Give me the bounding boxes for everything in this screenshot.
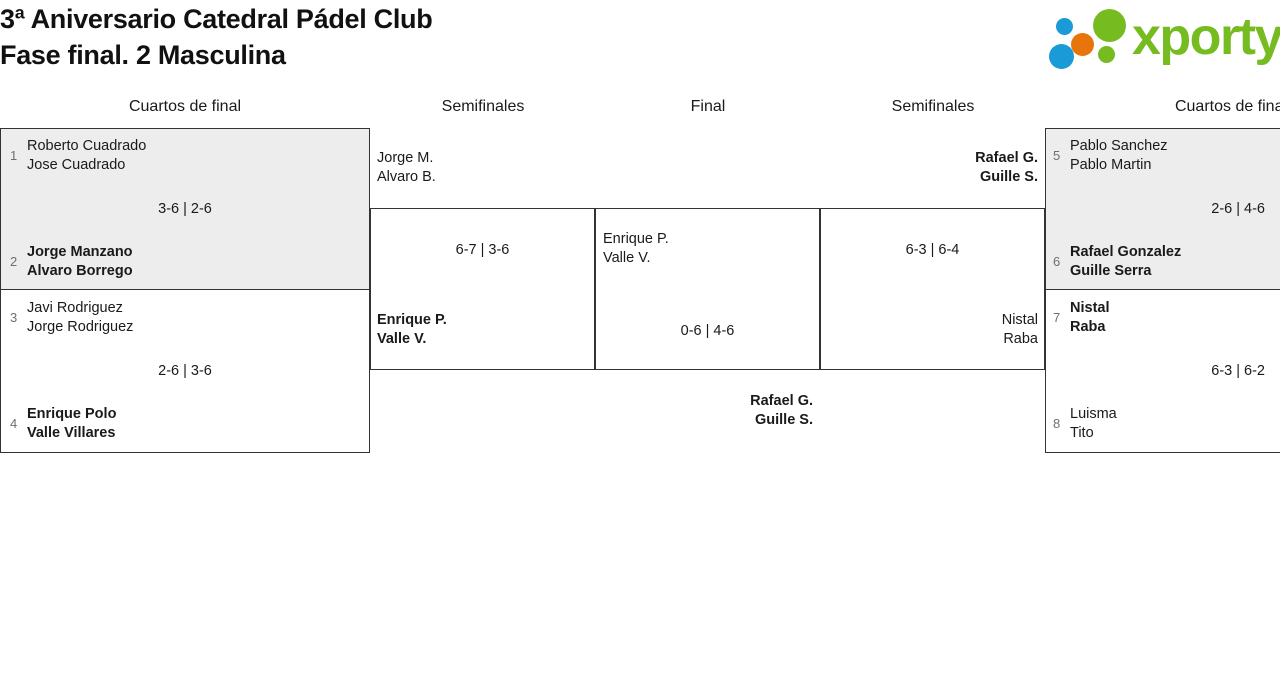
team-left-qf2-top[interactable]: 3 Javi Rodriguez Jorge Rodriguez <box>10 299 350 337</box>
team-right-sf-bottom[interactable]: Nistal Raba <box>828 311 1038 349</box>
tournament-name: 3ª Aniversario Catedral Pádel Club <box>0 4 433 34</box>
seed-number: 2 <box>10 254 18 269</box>
player-2-name: Alvaro B. <box>377 169 436 185</box>
logo-dot-green-large-icon <box>1093 9 1126 42</box>
team-names: Rafael G. Guille S. <box>750 392 813 430</box>
team-right-qf1-top[interactable]: 5 Pablo Sanchez Pablo Martin <box>1053 137 1280 175</box>
seed-number: 8 <box>1053 416 1061 431</box>
tournament-phase: Fase final. 2 Masculina <box>0 40 286 70</box>
team-names: Pablo Sanchez Pablo Martin <box>1070 137 1168 175</box>
player-1-name: Enrique P. <box>377 312 447 328</box>
team-names: Nistal Raba <box>1070 299 1110 337</box>
match-box-right-semifinal[interactable] <box>820 208 1045 370</box>
team-names: Rafael G. Guille S. <box>975 149 1038 187</box>
team-left-qf2-bottom[interactable]: 4 Enrique Polo Valle Villares <box>10 405 350 443</box>
player-2-name: Valle V. <box>603 250 651 266</box>
player-2-name: Valle Villares <box>27 425 116 441</box>
player-1-name: Rafael G. <box>750 393 813 409</box>
team-right-qf2-top[interactable]: 7 Nistal Raba <box>1053 299 1280 337</box>
player-1-name: Javi Rodriguez <box>27 300 123 316</box>
team-names: Enrique P. Valle V. <box>377 311 447 349</box>
team-names: Rafael Gonzalez Guille Serra <box>1070 243 1181 281</box>
round-header-cuartos-left: Cuartos de final <box>128 98 242 115</box>
score-left-qf1: 3-6 | 2-6 <box>158 201 212 217</box>
player-1-name: Luisma <box>1070 406 1117 422</box>
player-2-name: Jorge Rodriguez <box>27 319 134 335</box>
round-header-semis-right: Semifinales <box>891 98 975 115</box>
logo-dot-blue-small-icon <box>1056 18 1073 35</box>
team-right-sf-top[interactable]: Rafael G. Guille S. <box>828 149 1038 187</box>
player-1-name: Roberto Cuadrado <box>27 138 147 154</box>
round-header-cuartos-right: Cuartos de final <box>1174 98 1280 115</box>
match-box-left-semifinal[interactable] <box>370 208 595 370</box>
player-2-name: Jose Cuadrado <box>27 157 126 173</box>
logo-dot-green-small-icon <box>1098 46 1115 63</box>
team-names: Jorge Manzano Alvaro Borrego <box>27 243 133 281</box>
team-names: Nistal Raba <box>1002 311 1038 349</box>
match-box-right-qf-1[interactable] <box>1045 128 1280 290</box>
player-2-name: Pablo Martin <box>1070 157 1152 173</box>
team-left-qf1-bottom[interactable]: 2 Jorge Manzano Alvaro Borrego <box>10 243 350 281</box>
team-names: Luisma Tito <box>1070 405 1117 443</box>
round-header-final: Final <box>690 98 726 115</box>
player-2-name: Guille Serra <box>1070 263 1152 279</box>
round-header-semis-left: Semifinales <box>441 98 525 115</box>
team-names: Roberto Cuadrado Jose Cuadrado <box>27 137 146 175</box>
score-final: 0-6 | 4-6 <box>680 323 735 339</box>
player-1-name: Jorge Manzano <box>27 244 133 260</box>
player-2-name: Guille S. <box>979 169 1038 185</box>
xporty-logo[interactable]: xporty <box>1046 6 1280 69</box>
logo-dot-blue-large-icon <box>1049 44 1074 69</box>
logo-wordmark: xporty <box>1132 8 1280 66</box>
player-1-name: Rafael G. <box>975 150 1038 166</box>
team-left-sf-top[interactable]: Jorge M. Alvaro B. <box>377 149 587 187</box>
seed-number: 5 <box>1053 148 1061 163</box>
team-right-qf1-bottom[interactable]: 6 Rafael Gonzalez Guille Serra <box>1053 243 1280 281</box>
score-right-qf2: 6-3 | 6-2 <box>1211 363 1265 379</box>
team-final-top[interactable]: Enrique P. Valle V. <box>603 230 813 268</box>
match-box-left-qf-2[interactable] <box>0 290 370 453</box>
team-left-sf-bottom[interactable]: Enrique P. Valle V. <box>377 311 587 349</box>
player-2-name: Alvaro Borrego <box>27 263 133 279</box>
player-2-name: Raba <box>1070 319 1106 335</box>
team-names: Jorge M. Alvaro B. <box>377 149 436 187</box>
seed-number: 3 <box>10 310 18 325</box>
seed-number: 6 <box>1053 254 1061 269</box>
player-2-name: Tito <box>1070 425 1094 441</box>
seed-number: 1 <box>10 148 18 163</box>
seed-number: 4 <box>10 416 18 431</box>
page-title: 3ª Aniversario Catedral Pádel Club Fase … <box>0 0 900 70</box>
match-box-left-qf-1[interactable] <box>0 128 370 290</box>
player-2-name: Guille S. <box>754 412 813 428</box>
score-left-semifinal: 6-7 | 3-6 <box>455 242 510 258</box>
player-1-name: Nistal <box>1001 312 1038 328</box>
score-right-qf1: 2-6 | 4-6 <box>1211 201 1265 217</box>
score-right-semifinal: 6-3 | 6-4 <box>905 242 960 258</box>
player-2-name: Raba <box>1003 331 1038 347</box>
match-box-right-qf-2[interactable] <box>1045 290 1280 453</box>
player-1-name: Enrique Polo <box>27 406 117 422</box>
player-1-name: Jorge M. <box>377 150 434 166</box>
team-right-qf2-bottom[interactable]: 8 Luisma Tito <box>1053 405 1280 443</box>
team-names: Javi Rodriguez Jorge Rodriguez <box>27 299 133 337</box>
player-1-name: Enrique P. <box>603 231 669 247</box>
match-box-final[interactable] <box>595 208 820 370</box>
team-names: Enrique Polo Valle Villares <box>27 405 116 443</box>
team-names: Enrique P. Valle V. <box>603 230 669 268</box>
player-1-name: Nistal <box>1070 300 1110 316</box>
score-left-qf2: 2-6 | 3-6 <box>158 363 212 379</box>
team-left-qf1-top[interactable]: 1 Roberto Cuadrado Jose Cuadrado <box>10 137 350 175</box>
logo-dots-icon <box>1046 6 1132 69</box>
player-1-name: Rafael Gonzalez <box>1070 244 1182 260</box>
player-1-name: Pablo Sanchez <box>1070 138 1168 154</box>
team-final-bottom[interactable]: Rafael G. Guille S. <box>603 392 813 430</box>
player-2-name: Valle V. <box>377 331 427 347</box>
logo-dot-orange-icon <box>1071 33 1094 56</box>
seed-number: 7 <box>1053 310 1061 325</box>
